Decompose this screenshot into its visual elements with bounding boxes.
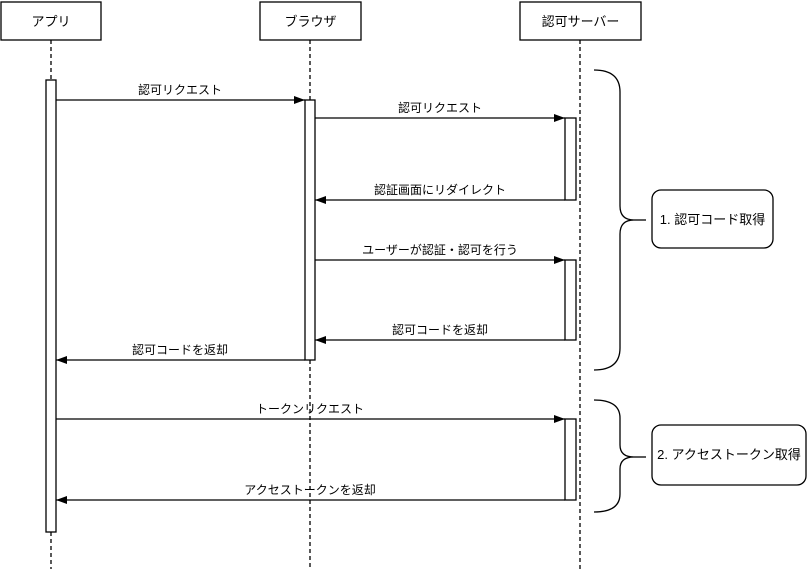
message-return-access-token: アクセストークンを返却 xyxy=(56,483,565,504)
message-label: トークンリクエスト xyxy=(256,402,364,416)
activation-bars xyxy=(45,79,577,533)
group-label: 1. 認可コード取得 xyxy=(660,212,765,227)
message-user-authenticates: ユーザーが認証・認可を行う xyxy=(315,242,565,264)
group-label-box xyxy=(651,189,774,249)
message-label: ユーザーが認証・認可を行う xyxy=(362,242,518,257)
curly-brace xyxy=(593,69,635,371)
activation-app xyxy=(45,79,57,533)
message-label: 認可コードを返却 xyxy=(132,342,228,357)
participant-browser-box xyxy=(259,1,362,41)
participant-auth-server-box xyxy=(519,1,642,41)
activation-auth-server-1 xyxy=(564,117,577,201)
activation-auth-server-3 xyxy=(564,418,577,501)
participant-auth-server: 認可サーバー xyxy=(519,1,642,41)
participant-app-box xyxy=(0,1,102,41)
activation-browser xyxy=(304,99,316,361)
message-return-auth-code-to-app: 認可コードを返却 xyxy=(56,342,305,364)
participant-browser: ブラウザ xyxy=(259,1,362,41)
group-auth-code-acquisition: 1. 認可コード取得 xyxy=(593,69,774,371)
message-auth-request-browser-to-server: 認可リクエスト xyxy=(315,100,565,122)
message-redirect-to-auth-screen: 認証画面にリダイレクト xyxy=(315,182,565,204)
activation-auth-server-2 xyxy=(564,259,577,341)
message-label: アクセストークンを返却 xyxy=(244,483,375,497)
message-label: 認可コードを返却 xyxy=(392,322,488,337)
participant-app: アプリ xyxy=(0,1,102,41)
message-label: 認可リクエスト xyxy=(138,82,222,97)
message-token-request: トークンリクエスト xyxy=(56,402,565,423)
message-return-auth-code-to-browser: 認可コードを返却 xyxy=(315,322,565,344)
group-label-box xyxy=(651,424,807,486)
curly-brace xyxy=(593,399,635,513)
group-access-token-acquisition: 2. アクセストークン取得 xyxy=(593,399,807,513)
group-label: 2. アクセストークン取得 xyxy=(657,447,801,462)
participant-app-label: アプリ xyxy=(31,14,70,29)
message-label: 認可リクエスト xyxy=(398,100,482,115)
participant-auth-server-label: 認可サーバー xyxy=(542,14,620,29)
lifelines xyxy=(50,40,581,569)
participant-browser-label: ブラウザ xyxy=(284,14,336,29)
message-label: 認証画面にリダイレクト xyxy=(374,182,506,197)
message-auth-request-app-to-browser: 認可リクエスト xyxy=(56,82,305,104)
